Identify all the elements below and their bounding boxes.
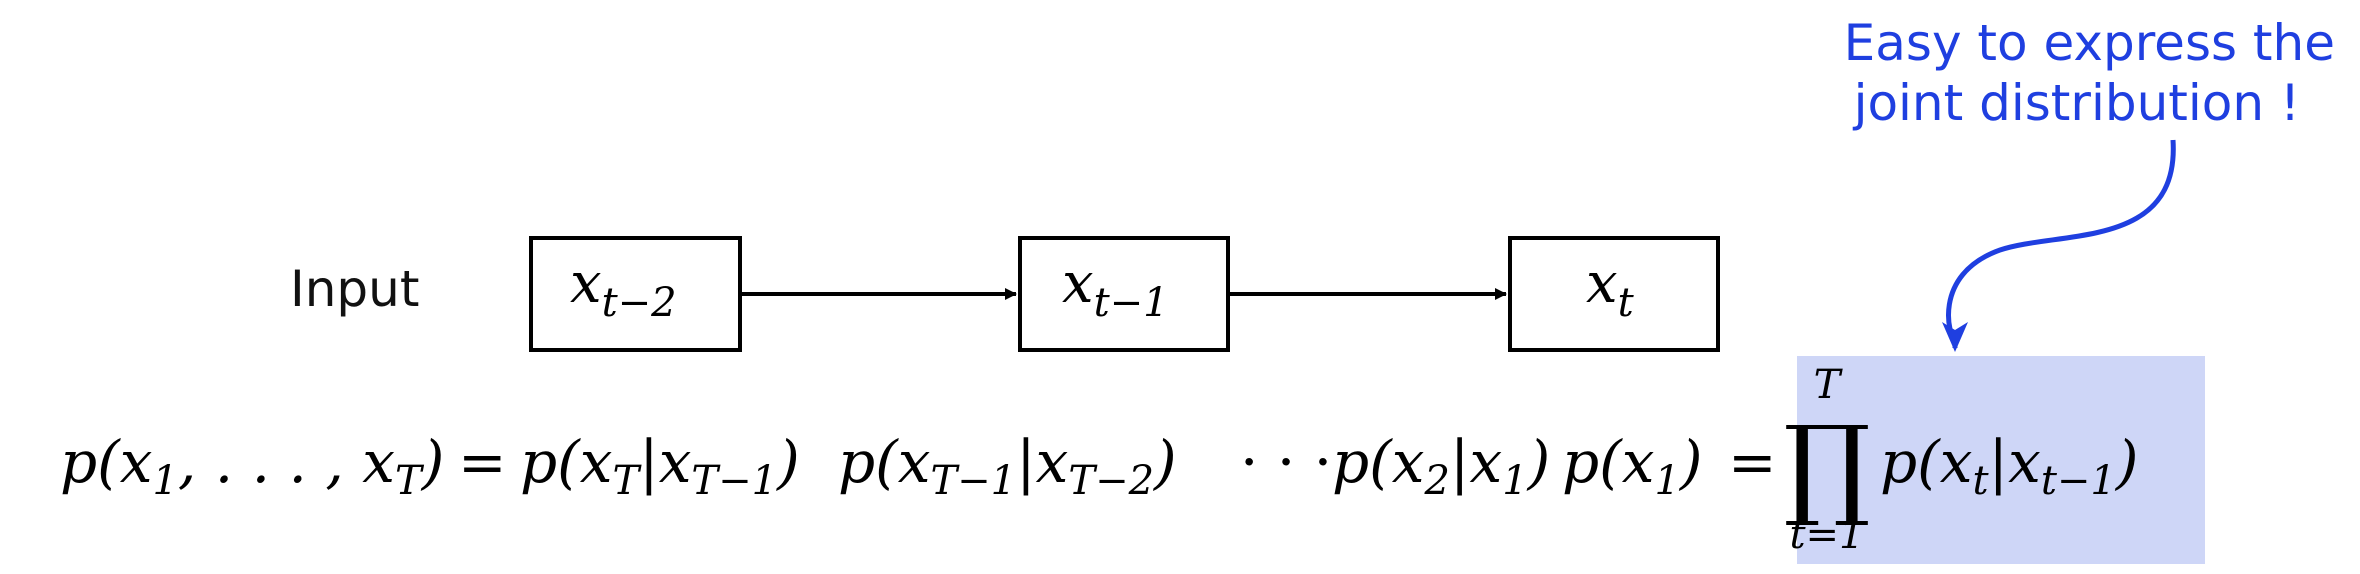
- annotation-arrowhead: [1942, 322, 1968, 352]
- factor-4: p(x1): [1562, 428, 1703, 504]
- node-label-xt-2: xt−2: [570, 251, 677, 326]
- node-label-xt: xt: [1586, 251, 1635, 326]
- equation-dots: · · ·: [1240, 428, 1332, 496]
- factor-1: p(xT|xT−1): [520, 428, 800, 504]
- factor-3: p(x2|x1): [1332, 428, 1550, 504]
- node-sub-xt-2: t−2: [602, 280, 677, 326]
- node-box-xt: [1508, 236, 1720, 352]
- equation-equals-2: =: [1728, 428, 1777, 496]
- equation-equals-1: =: [458, 428, 507, 496]
- node-sub-xt-1: t−1: [1094, 280, 1169, 326]
- equation: p(x1, . . . , xT): [60, 428, 444, 504]
- annotation-line-1: Easy to express the: [1844, 14, 2335, 72]
- product-symbol: ∏: [1783, 402, 1871, 530]
- node-box-xt-1: [1018, 236, 1230, 352]
- product-lower-limit: t=1: [1789, 512, 1864, 558]
- product-upper-limit: T: [1814, 362, 1844, 408]
- annotation-line-2: joint distribution !: [1853, 74, 2300, 132]
- node-box-xt-2: [529, 236, 742, 352]
- product-term: p(xt|xt−1): [1880, 428, 2139, 504]
- annotation-arrow: [1946, 139, 2176, 348]
- product-highlight: [1797, 356, 2205, 564]
- input-label: Input: [290, 260, 419, 318]
- node-label-xt-1: xt−1: [1062, 251, 1169, 326]
- node-sub-xt: t: [1618, 280, 1635, 326]
- factor-2: p(xT−1|xT−2): [838, 428, 1177, 504]
